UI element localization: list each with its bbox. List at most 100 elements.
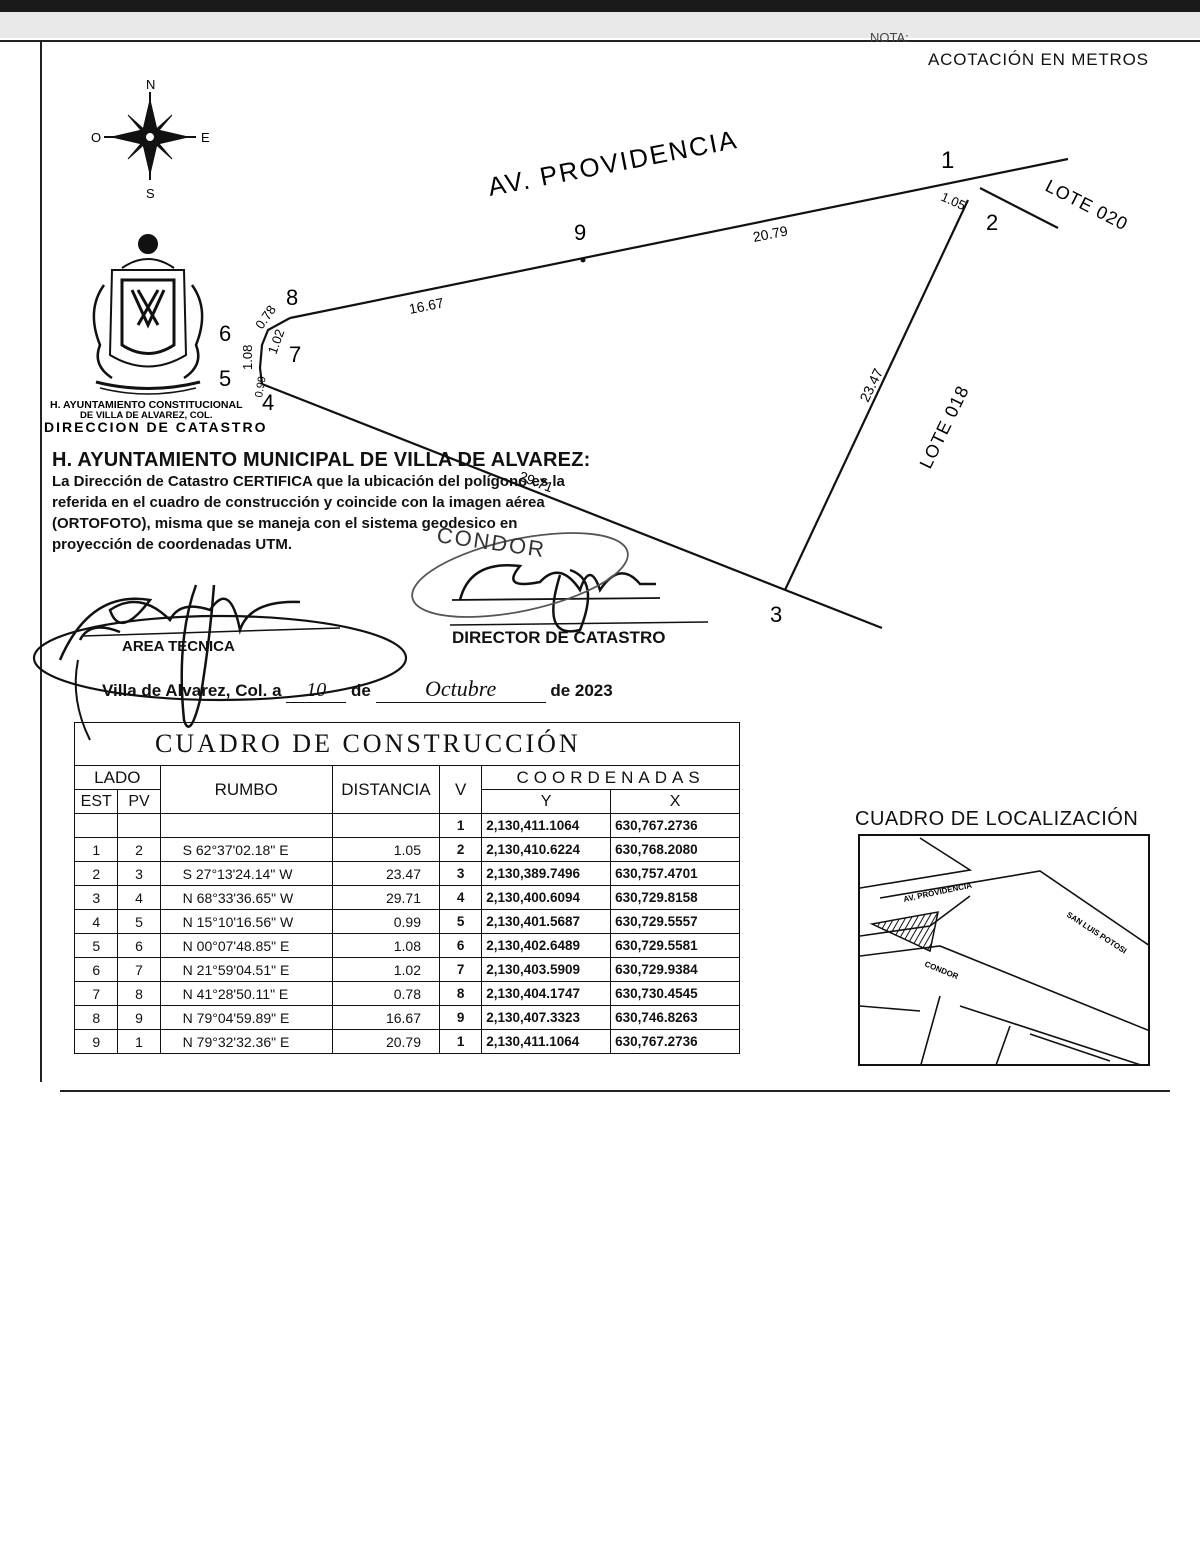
vertex-9-dot xyxy=(580,257,586,263)
cell-distancia: 0.78 xyxy=(331,981,441,1006)
vertex-8-label: 8 xyxy=(286,285,298,310)
director-label: DIRECTOR DE CATASTRO xyxy=(452,628,666,647)
cell-pv: 5 xyxy=(117,909,161,934)
distance-8-9: 16.67 xyxy=(408,295,446,317)
cell-x: 630,729.9384 xyxy=(610,957,740,982)
cell-distancia: 1.08 xyxy=(331,933,441,958)
cell-rumbo: N 21°59'04.51" E xyxy=(159,957,333,982)
signature-director-icon xyxy=(451,564,661,633)
place-prefix: Villa de Alvarez, Col. a xyxy=(102,681,282,700)
cell-x: 630,729.5557 xyxy=(610,909,740,934)
scan-grey-strip xyxy=(0,12,1200,38)
acotacion-note: ACOTACIÓN EN METROS xyxy=(928,50,1149,69)
cell-distancia: 0.99 xyxy=(331,909,441,934)
cell-pv: 3 xyxy=(117,861,161,886)
coat-of-arms-icon xyxy=(92,234,204,395)
header-coordenadas: COORDENADAS xyxy=(481,765,740,790)
signatures-layer: CONDOR xyxy=(32,522,709,741)
cell-rumbo: S 62°37'02.18" E xyxy=(159,837,333,862)
scan-dark-edge xyxy=(0,0,1200,12)
header-v: V xyxy=(438,765,483,814)
cell-x: 630,767.2736 xyxy=(610,813,740,838)
loc-condor: CONDOR xyxy=(923,960,960,982)
cell-x: 630,746.8263 xyxy=(610,1005,740,1030)
cell-y: 2,130,404.1747 xyxy=(481,981,612,1006)
compass-o: O xyxy=(91,130,101,145)
table-row: 4 5 N 15°10'16.56" W 0.99 5 2,130,401.56… xyxy=(73,909,740,934)
cell-empty xyxy=(331,813,441,838)
table-row: 1 2 S 62°37'02.18" E 1.05 2 2,130,410.62… xyxy=(73,837,740,862)
cell-v: 9 xyxy=(438,1005,483,1030)
vertex-1-label: 1 xyxy=(941,147,954,174)
header-distancia: DISTANCIA xyxy=(331,765,441,814)
location-map: AV. PROVIDENCIA SAN LUIS POTOSI CONDOR xyxy=(858,834,1150,1066)
cell-pv: 2 xyxy=(117,837,161,862)
cell-pv: 7 xyxy=(117,957,161,982)
cell-est: 6 xyxy=(73,957,119,982)
construction-table-title: CUADRO DE CONSTRUCCIÓN xyxy=(74,722,740,766)
director-line xyxy=(449,621,709,626)
cell-y: 2,130,411.1064 xyxy=(481,1029,612,1054)
construction-table: CUADRO DE CONSTRUCCIÓN LADO RUMBO DISTAN… xyxy=(73,722,740,1054)
header-pv: PV xyxy=(117,789,161,814)
cell-v: 1 xyxy=(438,813,483,838)
nota-label: NOTA: xyxy=(870,30,909,45)
header-lado: LADO xyxy=(74,765,161,790)
loc-av-providencia: AV. PROVIDENCIA xyxy=(903,881,973,904)
cell-distancia: 1.02 xyxy=(331,957,441,982)
seal-line-1: H. AYUNTAMIENTO CONSTITUCIONAL xyxy=(50,399,243,411)
cell-y: 2,130,411.1064 xyxy=(481,813,612,838)
cell-rumbo: N 68°33'36.65" W xyxy=(159,885,333,910)
cell-pv: 9 xyxy=(117,1005,161,1030)
certificate-block: H. AYUNTAMIENTO MUNICIPAL DE VILLA DE AL… xyxy=(52,450,712,555)
distance-5-6: 1.08 xyxy=(240,345,255,370)
location-map-drawing: AV. PROVIDENCIA SAN LUIS POTOSI CONDOR xyxy=(860,837,1148,1064)
cell-est: 1 xyxy=(73,837,119,862)
cell-pv: 8 xyxy=(117,981,161,1006)
cell-y: 2,130,410.6224 xyxy=(481,837,612,862)
cell-distancia: 1.05 xyxy=(331,837,441,862)
cell-v: 3 xyxy=(438,861,483,886)
area-tecnica-line xyxy=(81,627,341,637)
cell-v: 8 xyxy=(438,981,483,1006)
cell-y: 2,130,400.6094 xyxy=(481,885,612,910)
compass-rose-icon xyxy=(104,92,196,180)
cell-est: 5 xyxy=(73,933,119,958)
cell-rumbo: N 79°32'32.36" E xyxy=(159,1029,333,1054)
condor-stamp-icon xyxy=(411,532,629,618)
cell-v: 7 xyxy=(438,957,483,982)
cell-y: 2,130,389.7496 xyxy=(481,861,612,886)
table-row: 2 3 S 27°13'24.14" W 23.47 3 2,130,389.7… xyxy=(73,861,740,886)
cell-rumbo: N 41°28'50.11" E xyxy=(159,981,333,1006)
cell-est: 2 xyxy=(73,861,119,886)
certificate-line-4: proyección de coordenadas UTM. xyxy=(52,536,293,553)
cell-pv: 4 xyxy=(117,885,161,910)
frame-top-line xyxy=(0,40,1200,42)
compass-e: E xyxy=(201,130,210,145)
vertex-3-label: 3 xyxy=(770,602,782,627)
cell-est: 8 xyxy=(73,1005,119,1030)
seal-line-3: DIRECCION DE CATASTRO xyxy=(44,419,267,435)
area-tecnica-label: AREA TECNICA xyxy=(122,638,235,655)
vertex-5-label: 5 xyxy=(219,366,231,391)
certificate-heading: H. AYUNTAMIENTO MUNICIPAL DE VILLA DE AL… xyxy=(52,449,591,471)
place-date-line: Villa de Alvarez, Col. a 10 de Octubre d… xyxy=(102,676,613,703)
table-row: 5 6 N 00°07'48.85" E 1.08 6 2,130,402.64… xyxy=(73,933,740,958)
certificate-line-2: referida en el cuadro de construcción y … xyxy=(52,494,545,511)
cell-y: 2,130,401.5687 xyxy=(481,909,612,934)
table-row: 7 8 N 41°28'50.11" E 0.78 8 2,130,404.17… xyxy=(73,981,740,1006)
cell-y: 2,130,402.6489 xyxy=(481,933,612,958)
header-y: Y xyxy=(481,789,612,814)
certificate-line-1: La Dirección de Catastro CERTIFICA que l… xyxy=(52,473,565,490)
table-row: 8 9 N 79°04'59.89" E 16.67 9 2,130,407.3… xyxy=(73,1005,740,1030)
property-hatch-icon xyxy=(869,911,939,953)
cell-x: 630,730.4545 xyxy=(610,981,740,1006)
cell-y: 2,130,403.5909 xyxy=(481,957,612,982)
cell-est: 7 xyxy=(73,981,119,1006)
frame-bottom-line xyxy=(60,1090,1170,1092)
cell-rumbo: S 27°13'24.14" W xyxy=(159,861,333,886)
cell-v: 1 xyxy=(438,1029,483,1054)
date-day: 10 xyxy=(286,679,347,703)
header-x: X xyxy=(610,789,740,814)
cell-rumbo: N 00°07'48.85" E xyxy=(159,933,333,958)
